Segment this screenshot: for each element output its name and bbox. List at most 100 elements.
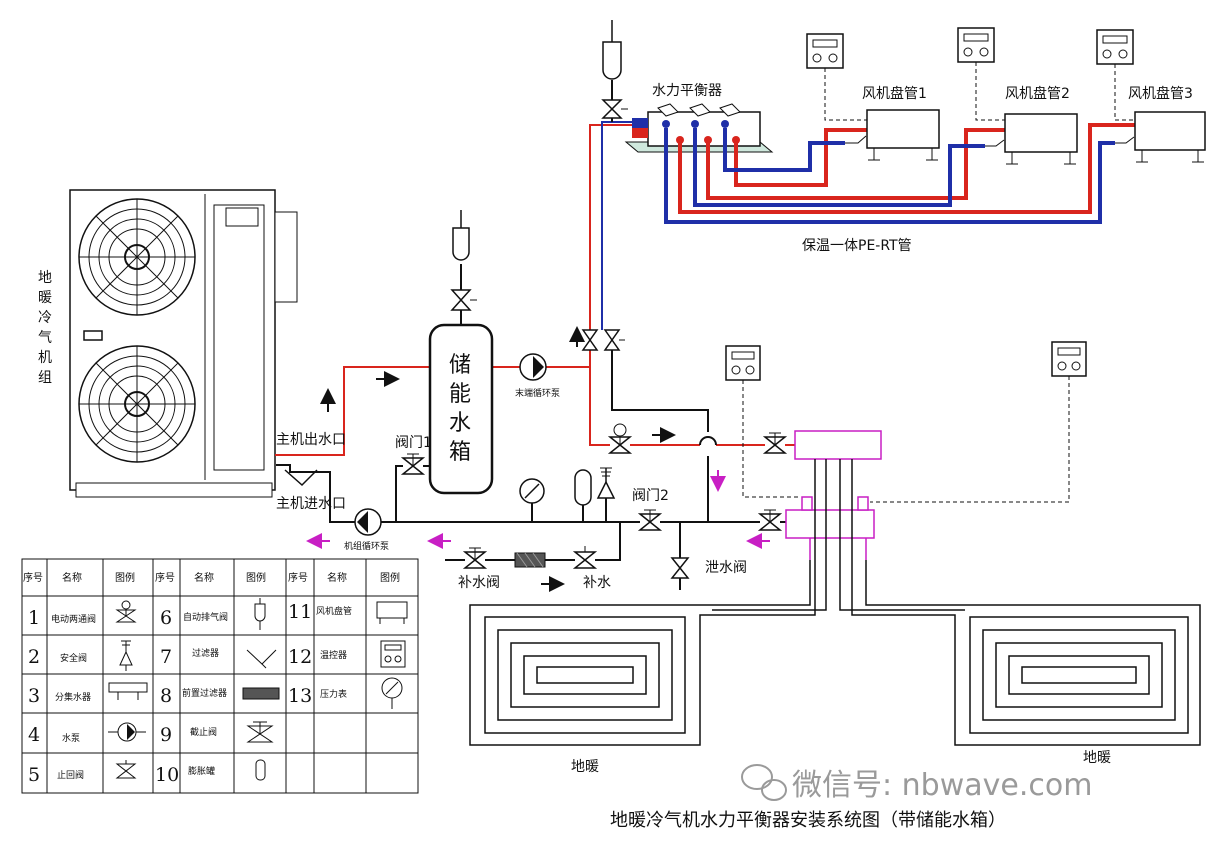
legend-header: 名称 bbox=[194, 571, 214, 584]
makeup-valve-label: 补水阀 bbox=[458, 575, 500, 591]
auto-vent-icon bbox=[452, 210, 470, 261]
unit-label-char: 组 bbox=[38, 370, 52, 386]
stop-valve-icon bbox=[246, 721, 274, 743]
legend-no: 6 bbox=[160, 607, 172, 629]
expansion-tank-icon bbox=[574, 469, 592, 506]
legend-name: 分集水器 bbox=[55, 691, 91, 703]
fcu3-label: 风机盘管3 bbox=[1128, 85, 1193, 102]
valve1-label: 阀门1 bbox=[395, 435, 432, 451]
motorized-valve-icon bbox=[115, 600, 137, 623]
balancer-label: 水力平衡器 bbox=[652, 83, 722, 99]
stop-valve-icon bbox=[400, 453, 426, 475]
legend-header: 名称 bbox=[62, 571, 82, 584]
legend-no: 5 bbox=[28, 764, 40, 786]
outdoor-unit: 地 暖 冷 气 机 组 bbox=[38, 189, 298, 498]
wechat-icon bbox=[741, 764, 787, 801]
legend-header: 序号 bbox=[23, 571, 43, 584]
hydraulic-balancer: 水力平衡器 bbox=[624, 83, 774, 153]
fcu2-label: 风机盘管2 bbox=[1005, 85, 1070, 102]
safety-valve-icon bbox=[596, 467, 616, 499]
fcu-loops bbox=[664, 123, 1135, 224]
pressure-gauge-icon bbox=[519, 478, 545, 504]
legend-header: 图例 bbox=[115, 571, 135, 584]
stop-valve-icon bbox=[603, 329, 625, 351]
fan-icon bbox=[78, 345, 196, 463]
safety-valve-icon bbox=[119, 640, 133, 671]
pump-icon bbox=[519, 353, 547, 381]
legend-no: 9 bbox=[160, 724, 172, 746]
fan-coil-unit: 风机盘管3 bbox=[1115, 85, 1206, 163]
pipes bbox=[275, 80, 795, 590]
floor-right-label: 地暖 bbox=[1083, 750, 1111, 766]
unit-label-char: 机 bbox=[38, 350, 52, 366]
thermostat-icon bbox=[870, 341, 1087, 503]
storage-tank: 储 能 水 箱 bbox=[428, 323, 494, 495]
thermostat-icon bbox=[725, 345, 800, 498]
thermostat-icon bbox=[1096, 29, 1135, 121]
auto-vent-icon bbox=[254, 598, 266, 630]
host-in-label: 主机进水口 bbox=[276, 496, 346, 512]
tank-label-char: 能 bbox=[449, 382, 471, 407]
legend-name: 止回阀 bbox=[57, 769, 84, 781]
floor-heating-pipes bbox=[469, 459, 1201, 746]
pre-filter-icon bbox=[242, 687, 280, 700]
unit-label-char: 气 bbox=[38, 330, 52, 346]
legend-name: 截止阀 bbox=[190, 726, 217, 738]
legend-no: 12 bbox=[288, 646, 312, 668]
legend-name: 过滤器 bbox=[192, 647, 219, 659]
legend-name: 膨胀罐 bbox=[188, 765, 215, 777]
legend-no: 13 bbox=[288, 685, 312, 707]
thermostat-icon bbox=[957, 27, 1005, 121]
motorized-valve-icon bbox=[607, 423, 633, 454]
pre-filter-icon bbox=[514, 552, 546, 568]
legend-no: 4 bbox=[28, 724, 40, 746]
end-pump-label: 末端循环泵 bbox=[515, 387, 560, 399]
stop-valve-icon bbox=[601, 99, 628, 119]
fcu1-label: 风机盘管1 bbox=[862, 85, 927, 102]
legend-header: 图例 bbox=[246, 571, 266, 584]
legend-name: 风机盘管 bbox=[316, 605, 352, 617]
unit-label-char: 冷 bbox=[38, 310, 52, 326]
flow-arrows bbox=[306, 326, 770, 592]
stop-valve-icon bbox=[450, 289, 477, 311]
unit-label-char: 地 bbox=[38, 270, 52, 286]
legend-header: 名称 bbox=[327, 571, 347, 584]
legend-name: 水泵 bbox=[62, 732, 80, 744]
diagram-title: 地暖冷气机水力平衡器安装系统图（带储能水箱） bbox=[610, 810, 1006, 831]
legend-no: 2 bbox=[28, 646, 40, 668]
tank-label-char: 储 bbox=[449, 353, 471, 378]
watermark: 微信号: nbwave.com bbox=[792, 768, 1092, 803]
valve2-label: 阀门2 bbox=[632, 488, 669, 504]
legend-no: 3 bbox=[28, 685, 40, 707]
thermostat-icon bbox=[380, 640, 406, 668]
unit-label-char: 暖 bbox=[38, 290, 52, 306]
fan-coil-unit: 风机盘管2 bbox=[985, 85, 1078, 165]
legend-no: 10 bbox=[155, 764, 179, 786]
legend-no: 7 bbox=[160, 646, 172, 668]
makeup-label: 补水 bbox=[583, 575, 611, 591]
check-valve-icon bbox=[572, 546, 598, 569]
tank-label-char: 箱 bbox=[449, 440, 471, 465]
manifold-icon bbox=[108, 682, 148, 700]
filter-icon bbox=[284, 469, 318, 487]
host-out-label: 主机出水口 bbox=[276, 432, 346, 448]
legend-name: 电动两通阀 bbox=[51, 613, 96, 625]
fan-icon bbox=[78, 198, 196, 316]
filter-icon bbox=[246, 649, 277, 669]
stop-valve-icon bbox=[670, 557, 690, 579]
manifold bbox=[785, 430, 882, 560]
legend-header: 图例 bbox=[380, 571, 400, 584]
legend-name: 安全阀 bbox=[60, 652, 87, 664]
expansion-tank-icon bbox=[255, 759, 266, 781]
auto-vent-icon bbox=[602, 20, 622, 80]
stop-valve-icon bbox=[757, 509, 783, 531]
legend-table: 序号 名称 图例 序号 名称 图例 序号 名称 图例 1 电动两通阀 2 安全阀… bbox=[21, 558, 419, 794]
legend-no: 8 bbox=[160, 685, 172, 707]
legend-header: 序号 bbox=[288, 571, 308, 584]
fan-coil-unit: 风机盘管1 bbox=[845, 85, 940, 161]
legend-name: 温控器 bbox=[320, 649, 347, 661]
legend-name: 自动排气阀 bbox=[183, 611, 228, 623]
stop-valve-icon bbox=[462, 547, 488, 569]
